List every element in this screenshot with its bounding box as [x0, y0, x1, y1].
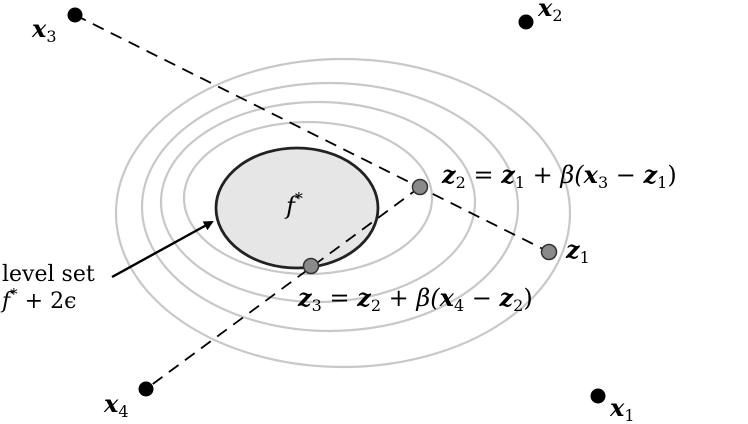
label-z1: z1 — [565, 235, 590, 267]
contour-rings — [114, 57, 572, 369]
point-z1 — [540, 243, 558, 261]
label-x1: x1 — [609, 393, 635, 424]
path-z2-to-x4 — [145, 186, 421, 390]
level-set-label-line2: f* + 2ϵ — [0, 285, 76, 314]
label-x4: x4 — [103, 389, 129, 421]
point-z3 — [302, 257, 320, 275]
equation-z3: z3 = z2 + β(x4 − z2) — [297, 283, 533, 315]
level-set-label-line1: level set — [2, 262, 95, 287]
path-x3-to-z1 — [74, 14, 550, 253]
point-x4 — [138, 381, 154, 397]
anchor-points — [67, 7, 606, 404]
dashed-paths — [74, 14, 550, 390]
contour-ring-outer — [114, 57, 572, 369]
point-x3 — [67, 7, 83, 23]
contour-ring-3 — [140, 81, 520, 333]
optimum-region — [214, 146, 380, 270]
level-set-arrow — [111, 220, 214, 279]
point-x1 — [590, 388, 606, 404]
contour-ring-2 — [159, 100, 477, 304]
contour-ring-inner — [182, 120, 434, 276]
iterate-points — [302, 178, 558, 275]
point-x2 — [518, 14, 534, 30]
label-x2: x2 — [537, 0, 563, 25]
point-z2 — [411, 178, 429, 196]
label-x3: x3 — [31, 14, 57, 46]
equation-z2: z2 = z1 + β(x3 − z1) — [441, 160, 677, 192]
